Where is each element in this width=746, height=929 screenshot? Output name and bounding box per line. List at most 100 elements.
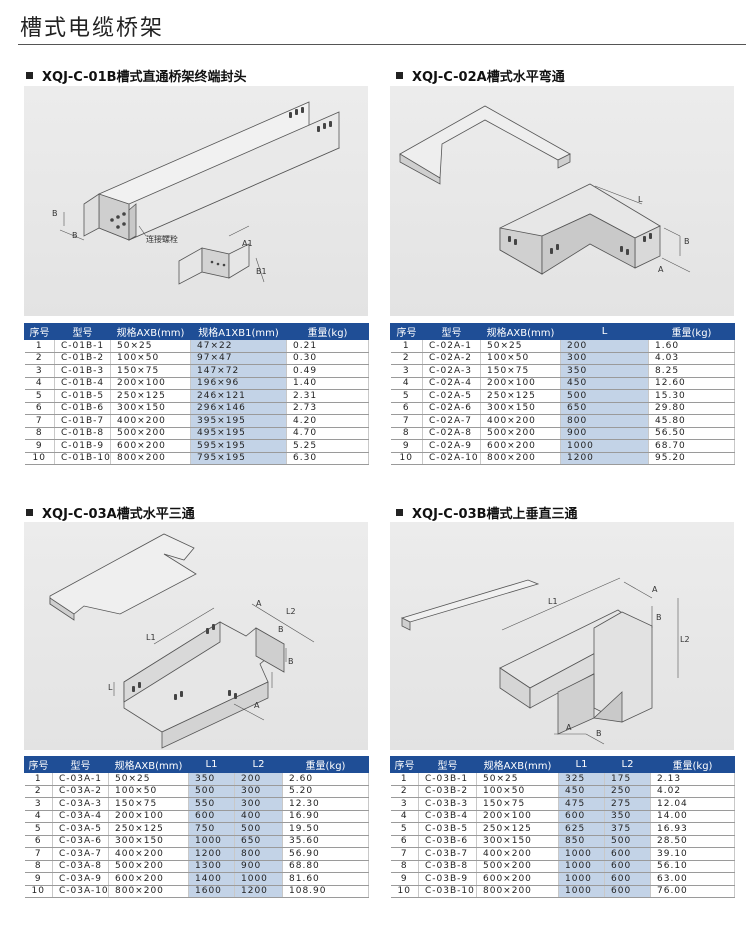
table-cell: 29.80 bbox=[648, 402, 735, 415]
table-cell: 1000 bbox=[234, 872, 283, 886]
table-cell: 600 bbox=[604, 885, 651, 898]
table-header-row: 序号 型号 规格AXB(mm) 规格A1XB1(mm) 重量(kg) bbox=[24, 323, 369, 340]
dim-label-a: A bbox=[254, 701, 260, 710]
table-cell: C-03A-10 bbox=[52, 885, 109, 898]
table-cell: 1000 bbox=[558, 872, 605, 886]
section-heading-03b: XQJ-C-03B槽式上垂直三通 bbox=[396, 503, 578, 522]
table-cell: 300 bbox=[560, 352, 649, 365]
table-cell: 1300 bbox=[188, 860, 235, 873]
column-header: 型号 bbox=[52, 756, 109, 773]
straight-tray-end-cap-drawing: B B 连接螺栓 A1 B1 bbox=[52, 101, 341, 285]
table-cell: 200×100 bbox=[108, 810, 189, 823]
table-cell: 45.80 bbox=[648, 414, 735, 428]
dim-label-a: A bbox=[658, 265, 664, 274]
table-cell: 600×200 bbox=[108, 872, 189, 886]
table-cell: C-03A-6 bbox=[52, 835, 109, 848]
dim-label-l1: L1 bbox=[548, 597, 558, 606]
dim-label-a1: A1 bbox=[242, 239, 253, 248]
table-cell: 200 bbox=[560, 339, 649, 353]
dim-label-b: B bbox=[288, 657, 294, 666]
table-cell: 68.70 bbox=[648, 439, 735, 453]
table-cell: C-01B-10 bbox=[54, 452, 111, 465]
table-cell: 97×47 bbox=[190, 352, 287, 365]
table-cell: 750 bbox=[188, 822, 235, 836]
table-cell: 200 bbox=[234, 772, 283, 786]
table-cell: 8 bbox=[24, 427, 55, 440]
table-cell: 2.73 bbox=[286, 402, 369, 415]
table-cell: 300×150 bbox=[110, 402, 191, 415]
table-cell: 150×75 bbox=[110, 364, 191, 378]
table-cell: 4.02 bbox=[650, 785, 735, 798]
section-heading-text: XQJ-C-01B槽式直通桥架终端封头 bbox=[42, 70, 247, 85]
table-cell: 6.30 bbox=[286, 452, 369, 465]
table-cell: 10 bbox=[390, 452, 423, 465]
table-cell: 2 bbox=[24, 352, 55, 365]
table-cell: 2 bbox=[390, 785, 419, 798]
table-cell: 350 bbox=[604, 810, 651, 823]
table-cell: 175 bbox=[604, 772, 651, 786]
table-cell: C-03A-1 bbox=[52, 772, 109, 786]
dim-label-a: A bbox=[652, 585, 658, 594]
section-heading-01b: XQJ-C-01B槽式直通桥架终端封头 bbox=[26, 66, 247, 85]
table-cell: 200×100 bbox=[480, 377, 561, 390]
table-cell: 10 bbox=[24, 885, 53, 898]
table-cell: C-02A-2 bbox=[422, 352, 481, 365]
table-cell: 150×75 bbox=[108, 797, 189, 811]
table-header-row: 序号 型号 规格AXB(mm) L1 L2 重量(kg) bbox=[390, 756, 735, 773]
table-cell: 6 bbox=[24, 402, 55, 415]
table-cell: 595×195 bbox=[190, 439, 287, 453]
table-cell: 15.30 bbox=[648, 389, 735, 403]
table-cell: 375 bbox=[604, 822, 651, 836]
table-cell: 650 bbox=[234, 835, 283, 848]
dim-label-b: B bbox=[52, 209, 58, 218]
table-cell: 300×150 bbox=[108, 835, 189, 848]
table-cell: C-01B-5 bbox=[54, 389, 111, 403]
table-cell: C-02A-3 bbox=[422, 364, 481, 378]
dim-label-b1: B1 bbox=[256, 267, 267, 276]
table-cell: 325 bbox=[558, 772, 605, 786]
table-cell: 76.00 bbox=[650, 885, 735, 898]
column-header: 型号 bbox=[54, 323, 111, 340]
table-cell: 12.04 bbox=[650, 797, 735, 811]
title-divider bbox=[18, 44, 746, 45]
table-cell: C-02A-8 bbox=[422, 427, 481, 440]
column-header: 规格AXB(mm) bbox=[480, 323, 561, 340]
table-cell: 200×100 bbox=[476, 810, 559, 823]
table-cell: 3 bbox=[24, 797, 53, 811]
table-cell: 2 bbox=[24, 785, 53, 798]
section-heading-text: XQJ-C-03B槽式上垂直三通 bbox=[412, 507, 578, 522]
column-header: 规格AXB(mm) bbox=[476, 756, 559, 773]
table-cell: 795×195 bbox=[190, 452, 287, 465]
table-cell: C-01B-8 bbox=[54, 427, 111, 440]
dim-label-l2: L2 bbox=[680, 635, 690, 644]
table-cell: 300×150 bbox=[476, 835, 559, 848]
table-cell: C-01B-9 bbox=[54, 439, 111, 453]
table-cell: 81.60 bbox=[282, 872, 369, 886]
table-cell: 500 bbox=[604, 835, 651, 848]
table-cell: 800×200 bbox=[476, 885, 559, 898]
table-cell: C-02A-5 bbox=[422, 389, 481, 403]
table-cell: 300 bbox=[234, 797, 283, 811]
table-cell: C-03B-4 bbox=[418, 810, 477, 823]
table-cell: 9 bbox=[24, 439, 55, 453]
table-cell: 2 bbox=[390, 352, 423, 365]
table-cell: 39.10 bbox=[650, 847, 735, 861]
table-cell: 1.60 bbox=[648, 339, 735, 353]
table-cell: 147×72 bbox=[190, 364, 287, 378]
table-cell: 600×200 bbox=[480, 439, 561, 453]
